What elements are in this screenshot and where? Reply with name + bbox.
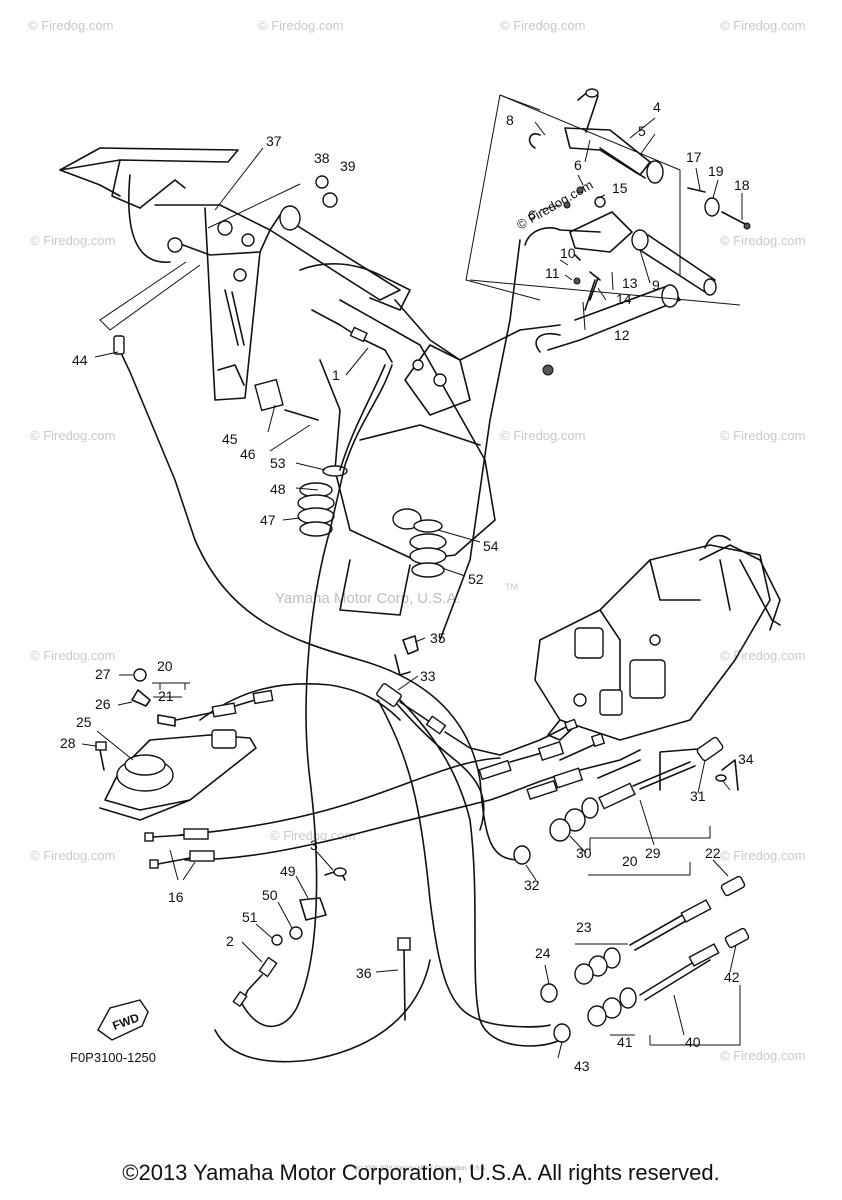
callout-20a: 20: [157, 658, 173, 674]
callout-32: 32: [524, 877, 540, 893]
callout-2: 2: [226, 933, 234, 949]
callout-15: 15: [612, 180, 628, 196]
small-parts-2-3-49-51: [232, 867, 347, 1008]
callout-24: 24: [535, 945, 551, 961]
callout-6b: 6: [528, 207, 536, 223]
callout-44: 44: [72, 352, 88, 368]
throttle-lever-assembly: [59, 147, 338, 421]
callout-20b: 20: [622, 853, 638, 869]
watermark-text: © Firedog.com: [500, 428, 585, 443]
callout-3: 3: [310, 837, 318, 853]
callout-13: 13: [622, 275, 638, 291]
fwd-arrow: FWD: [97, 999, 149, 1041]
leader-lines: [81, 117, 743, 1059]
callout-labels: 1 2 3 4 5 6 6 8 9 10 11 12 13 14 15 16 1…: [60, 99, 754, 1074]
callout-48: 48: [270, 481, 286, 497]
cable-1: [239, 309, 393, 1028]
callout-46: 46: [240, 446, 256, 462]
callout-17: 17: [686, 149, 702, 165]
watermark-text: © Firedog.com: [28, 18, 113, 33]
callout-43: 43: [574, 1058, 590, 1074]
watermark-text: © Firedog.com: [720, 18, 805, 33]
watermark-text: © Firedog.com: [720, 848, 805, 863]
watermark-stamp: © Firedog.com: [514, 177, 596, 233]
callout-26: 26: [95, 696, 111, 712]
watermark-text: © Firedog.com: [720, 1048, 805, 1063]
steering-column: [319, 299, 496, 616]
cable-33-end: [376, 683, 578, 756]
watermark-text: © Firedog.com: [258, 18, 343, 33]
watermark-text: © Firedog.com: [30, 648, 115, 663]
callout-53: 53: [270, 455, 286, 471]
callout-16: 16: [168, 889, 184, 905]
callout-5: 5: [638, 123, 646, 139]
callout-52: 52: [468, 571, 484, 587]
label-brackets: [152, 682, 741, 1046]
bellows-47: [297, 465, 447, 578]
callout-42: 42: [724, 969, 740, 985]
callout-18: 18: [734, 177, 750, 193]
callout-49: 49: [280, 863, 296, 879]
callout-54: 54: [483, 538, 499, 554]
callout-41: 41: [617, 1034, 633, 1050]
callout-14: 14: [616, 291, 632, 307]
watermark-text: © Firedog.com: [30, 428, 115, 443]
watermark-text: © Firedog.com: [30, 848, 115, 863]
callout-27: 27: [95, 666, 111, 682]
callout-51: 51: [242, 909, 258, 925]
engine-block: [534, 534, 781, 741]
callout-12: 12: [614, 327, 630, 343]
handlebar-assembly: [269, 205, 681, 641]
cable-bundle: [179, 682, 561, 1063]
watermark-text: © Firedog.com: [500, 18, 585, 33]
callout-25: 25: [76, 714, 92, 730]
callout-38: 38: [314, 150, 330, 166]
callout-1: 1: [332, 367, 340, 383]
callout-22: 22: [705, 845, 721, 861]
watermark-text: © Firedog.com: [720, 648, 805, 663]
watermark-text: © Firedog.com: [720, 233, 805, 248]
callout-9: 9: [652, 277, 660, 293]
watermark-text: © Firedog.com: [30, 233, 115, 248]
diagram-code: F0P3100-1250: [70, 1050, 156, 1065]
watermark-mark: TM: [505, 582, 518, 592]
callout-40: 40: [685, 1034, 701, 1050]
left-bracket-assembly: [95, 668, 274, 869]
callout-10: 10: [560, 245, 576, 261]
clip-35: [394, 635, 419, 676]
cable-44: [113, 335, 521, 861]
callout-29: 29: [645, 845, 661, 861]
callout-30: 30: [576, 845, 592, 861]
callout-34: 34: [738, 751, 754, 767]
watermark-center: Yamaha Motor Corp, U.S.A.: [275, 590, 461, 607]
callout-11: 11: [545, 265, 560, 281]
cable-end-29-30: [513, 761, 696, 865]
connector-31-34: [478, 732, 739, 800]
right-grip-assembly: [465, 88, 751, 311]
callout-37: 37: [266, 133, 282, 149]
callout-31: 31: [690, 788, 706, 804]
callout-50: 50: [262, 887, 278, 903]
callout-4: 4: [653, 99, 661, 115]
callout-35: 35: [430, 630, 446, 646]
cable-end-20-40: [540, 875, 750, 1043]
callout-45: 45: [222, 431, 238, 447]
callout-21: 21: [158, 688, 174, 704]
copyright-footer: ©2013 Yamaha Motor Corporation, U.S.A. A…: [122, 1160, 720, 1185]
cable-tie-36: [397, 937, 411, 1021]
callout-8: 8: [506, 112, 514, 128]
small-credit: (c) 2005-2015 Yamaha Motor Corporation, …: [355, 1166, 487, 1172]
callout-19: 19: [708, 163, 724, 179]
callout-47: 47: [260, 512, 276, 528]
callout-28: 28: [60, 735, 76, 751]
callout-36: 36: [356, 965, 372, 981]
callout-39: 39: [340, 158, 356, 174]
callout-6a: 6: [574, 157, 582, 173]
callout-23: 23: [576, 919, 592, 935]
watermark-text: © Firedog.com: [720, 428, 805, 443]
callout-33: 33: [420, 668, 436, 684]
